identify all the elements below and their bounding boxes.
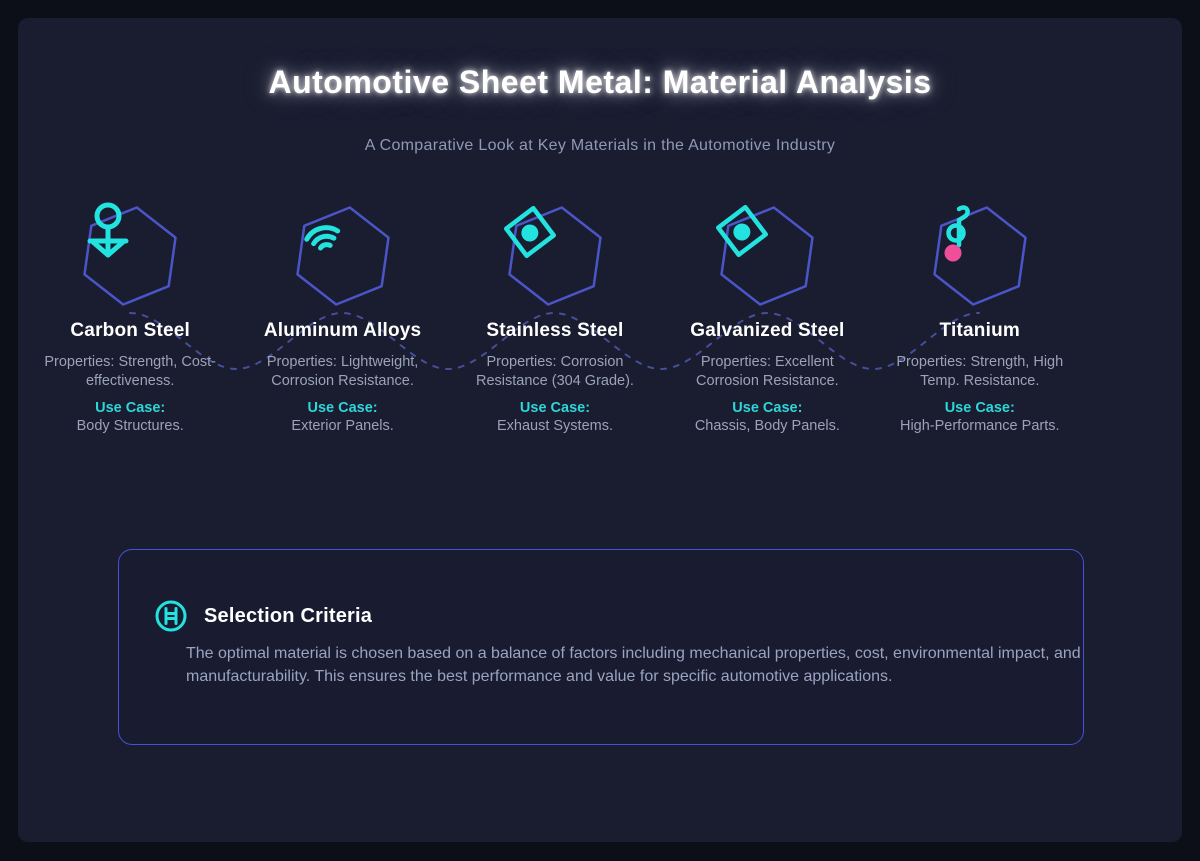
- use-case-label: Use Case:: [95, 400, 166, 416]
- hexagon-badge: [295, 206, 390, 306]
- material-name: Stainless Steel: [486, 320, 624, 341]
- hexagon-badge: [933, 205, 1027, 306]
- selection-criteria-box: Selection Criteria The optimal material …: [118, 549, 1084, 745]
- material-card-carbon-steel: Carbon Steel Properties: Strength, Cost-…: [24, 195, 236, 436]
- use-case-label: Use Case:: [732, 400, 803, 416]
- criteria-header: Selection Criteria: [153, 598, 372, 634]
- material-use-case: High-Performance Parts.: [899, 418, 1060, 434]
- material-card-galvanized-steel: Galvanized Steel Properties: Excellent C…: [661, 195, 873, 436]
- material-properties: Properties: Strength, Cost-effectiveness…: [44, 354, 217, 389]
- material-properties: Properties: Corrosion Resistance (304 Gr…: [475, 354, 634, 389]
- material-use-case: Chassis, Body Panels.: [694, 418, 840, 434]
- criteria-title: Selection Criteria: [204, 604, 373, 627]
- use-case-label: Use Case:: [944, 400, 1015, 416]
- diamond-target-icon: [716, 204, 769, 258]
- material-use-case: Exhaust Systems.: [496, 418, 613, 434]
- hexagon-badge: [503, 205, 602, 306]
- page-subtitle: A Comparative Look at Key Materials in t…: [364, 137, 836, 154]
- criteria-body-text: The optimal material is chosen based on …: [186, 645, 1081, 685]
- material-use-case: Exterior Panels.: [291, 418, 394, 434]
- material-card-stainless-steel: Stainless Steel Properties: Corrosion Re…: [449, 195, 661, 436]
- use-case-label: Use Case:: [519, 400, 591, 416]
- material-name: Aluminum Alloys: [263, 320, 422, 341]
- material-name: Titanium: [939, 320, 1020, 341]
- material-use-case: Body Structures.: [76, 418, 184, 434]
- materials-row: Carbon Steel Properties: Strength, Cost-…: [24, 195, 1086, 436]
- anchor-icon: [87, 202, 129, 258]
- hexagon-badge: [716, 204, 815, 306]
- music-note-icon: [944, 205, 970, 262]
- material-name: Galvanized Steel: [690, 320, 845, 341]
- material-card-aluminum-alloys: Aluminum Alloys Properties: Lightweight,…: [236, 195, 448, 436]
- circle-h-icon: [155, 600, 187, 632]
- wifi-icon: [303, 225, 340, 251]
- material-card-titanium: Titanium Properties: Strength, High Temp…: [874, 195, 1086, 436]
- material-name: Carbon Steel: [70, 320, 190, 341]
- hexagon-badge: [83, 202, 177, 306]
- material-properties: Properties: Excellent Corrosion Resistan…: [696, 354, 839, 389]
- material-properties: Properties: Strength, High Temp. Resista…: [896, 354, 1064, 389]
- material-properties: Properties: Lightweight, Corrosion Resis…: [266, 354, 419, 389]
- use-case-label: Use Case:: [307, 400, 378, 416]
- diamond-target-icon: [503, 205, 556, 259]
- page-title: Automotive Sheet Metal: Material Analysi…: [268, 64, 932, 100]
